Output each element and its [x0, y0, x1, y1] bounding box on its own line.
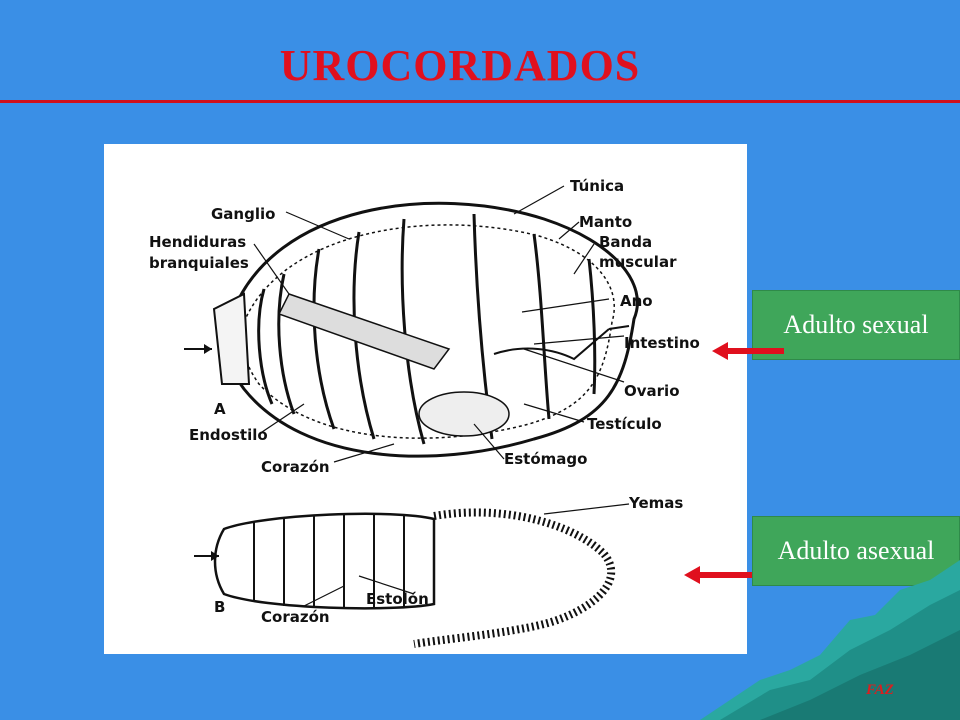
- salp-diagram: Túnica Ganglio Manto Hendiduras branquia…: [149, 177, 700, 648]
- label-estolon: Estolón: [366, 590, 429, 608]
- label-corazon-b: Corazón: [261, 608, 330, 626]
- tag-adulto-sexual: Adulto sexual: [752, 290, 960, 360]
- label-estomago: Estómago: [504, 450, 587, 468]
- asexual-body: [213, 512, 436, 610]
- label-hendiduras-2: branquiales: [149, 254, 249, 272]
- label-yemas: Yemas: [628, 494, 683, 512]
- label-corazon-a: Corazón: [261, 458, 330, 476]
- oral-siphon: [212, 292, 251, 385]
- mountain-decoration: [700, 560, 960, 720]
- mantle-outline: [241, 224, 615, 439]
- diagram-panel: Túnica Ganglio Manto Hendiduras branquia…: [104, 144, 747, 654]
- muscle-bands: [257, 213, 597, 445]
- label-tunica: Túnica: [570, 177, 624, 195]
- label-endostilo: Endostilo: [189, 426, 268, 444]
- label-letter-a: A: [214, 400, 226, 418]
- intestine: [493, 328, 610, 361]
- label-letter-b: B: [214, 598, 225, 616]
- label-hendiduras-1: Hendiduras: [149, 233, 246, 251]
- leader-lines: [253, 185, 630, 607]
- slide-title: UROCORDADOS: [279, 41, 641, 90]
- stomach: [418, 391, 510, 437]
- label-testiculo: Testículo: [587, 415, 662, 433]
- label-ovario: Ovario: [624, 382, 680, 400]
- label-ano: Ano: [620, 292, 653, 310]
- outflow-arrow: [608, 325, 630, 330]
- tag-adulto-asexual: Adulto asexual: [752, 516, 960, 586]
- arrow-left-icon: [712, 342, 784, 360]
- footer-faz: FAZ: [866, 682, 894, 698]
- arrow-left-icon: [684, 566, 752, 584]
- gill-bar: [277, 293, 451, 370]
- label-manto: Manto: [579, 213, 632, 231]
- label-banda-2: muscular: [599, 253, 677, 271]
- asexual-bands: [253, 514, 405, 609]
- stolon-chain: [413, 508, 616, 648]
- label-banda-1: Banda: [599, 233, 652, 251]
- label-ganglio: Ganglio: [211, 205, 275, 223]
- title-divider: [0, 100, 960, 103]
- tunic-outline: [225, 201, 639, 458]
- label-intestino: Intestino: [624, 334, 700, 352]
